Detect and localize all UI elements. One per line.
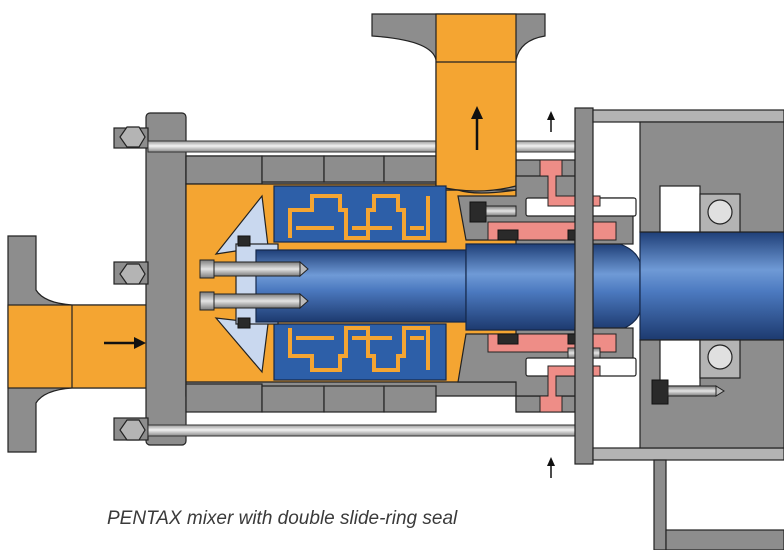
ball-bearings [699,193,741,379]
flow-arrow-right-icon [104,337,146,349]
flow-arrow-up-icon [471,106,483,150]
rotor-stator-rings [273,185,447,381]
impeller-bolts [199,259,309,311]
drive-shaft [255,231,784,341]
small-arrow-up-icon [547,111,555,478]
inlet-flange [7,235,151,453]
diagram-caption: PENTAX mixer with double slide-ring seal [107,508,458,529]
hex-bolt-icon [119,126,146,441]
bearing-bolt [651,379,725,405]
